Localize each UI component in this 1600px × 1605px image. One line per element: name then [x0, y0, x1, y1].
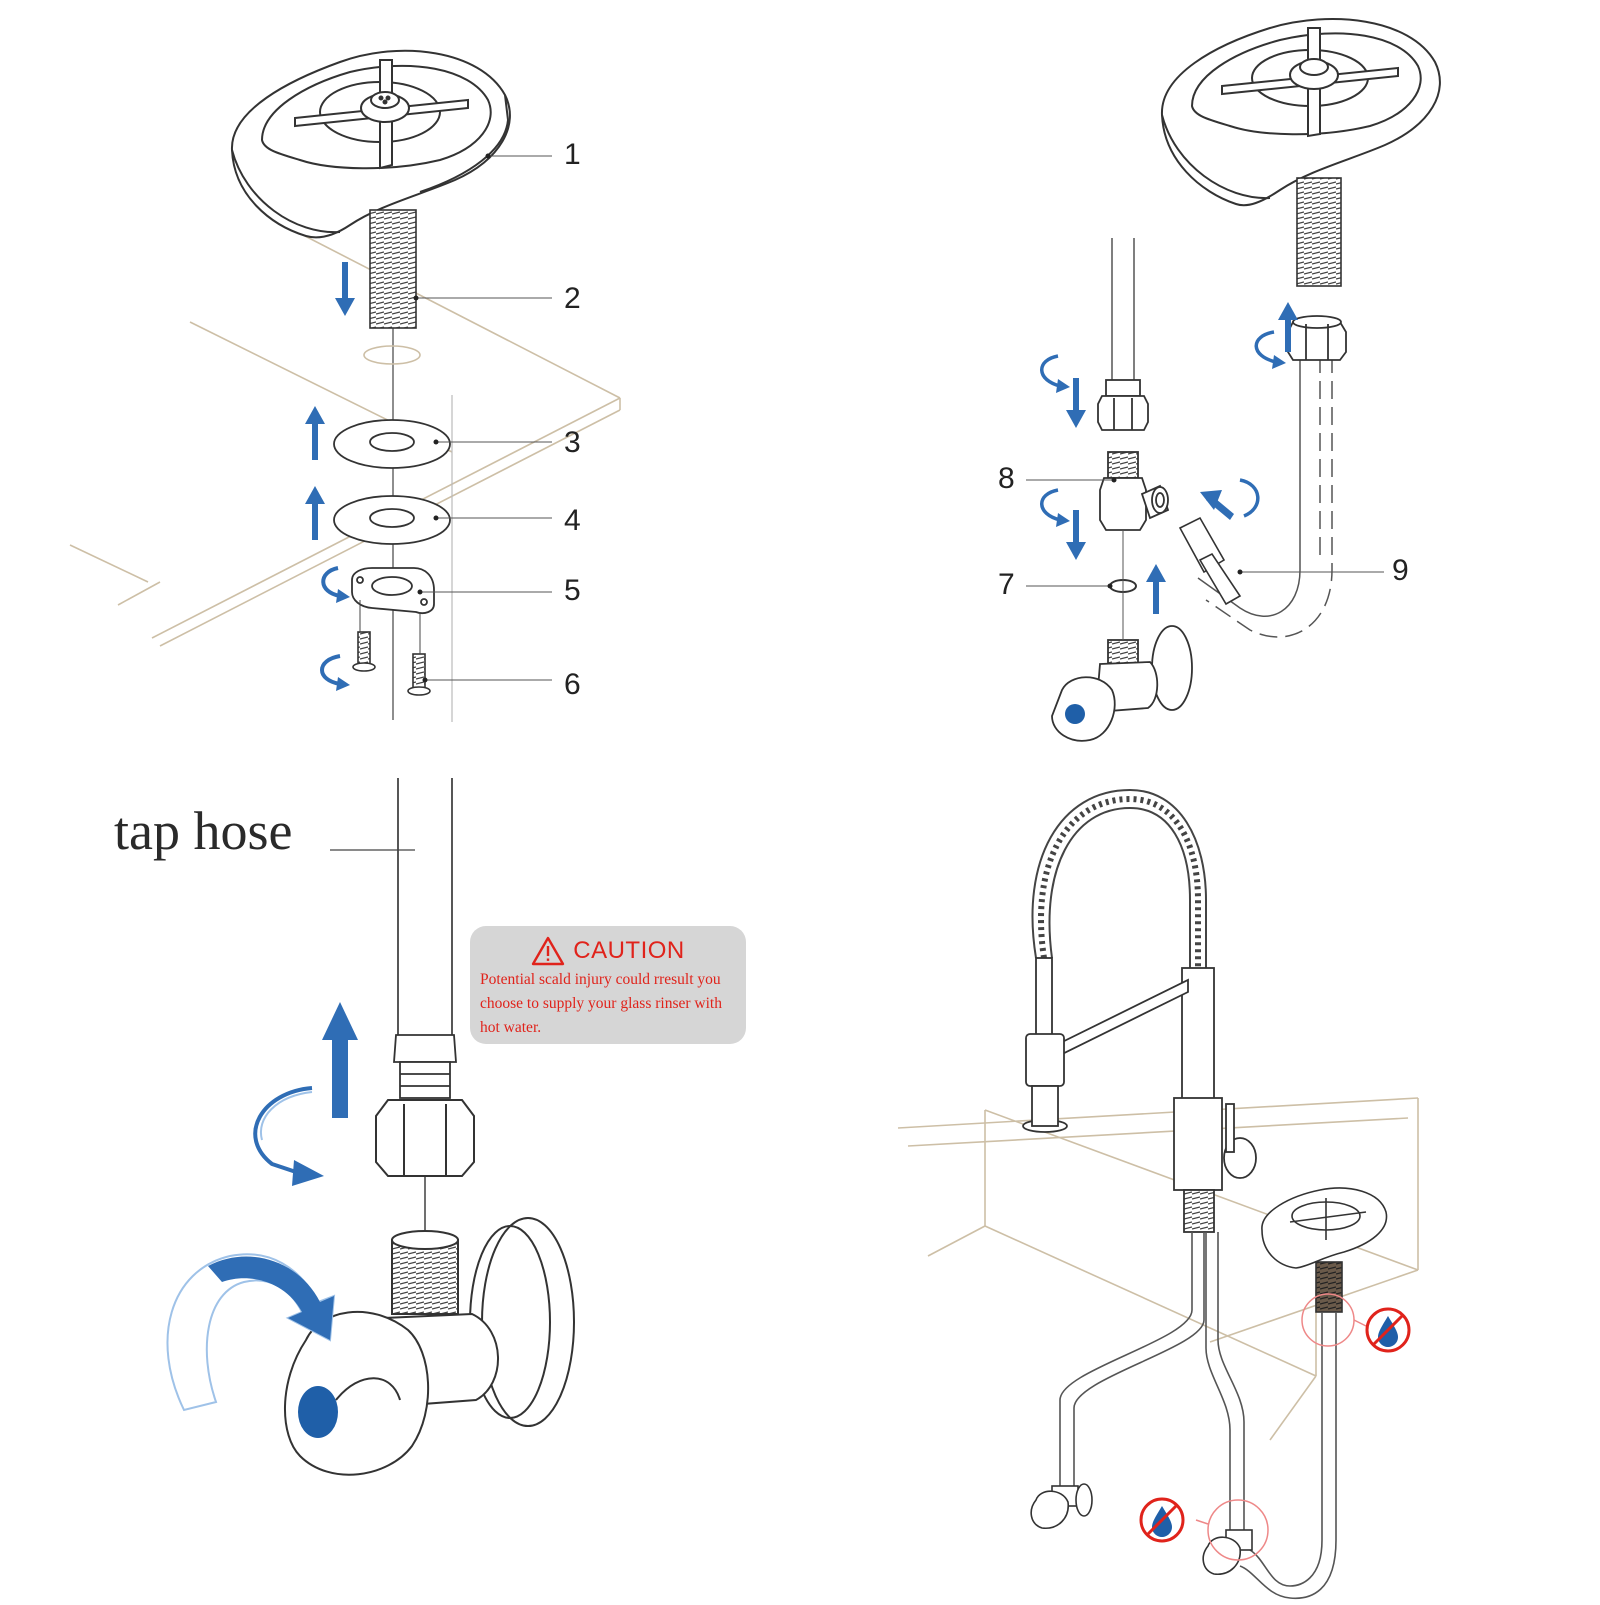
- hex-nut-top: [1287, 315, 1347, 361]
- callout-number: 7: [998, 568, 1015, 601]
- rinser-supply-line: [1239, 1312, 1337, 1600]
- callout-number: 3: [564, 426, 581, 459]
- hose-ferrule: [393, 1034, 457, 1099]
- spring-spout: [1031, 788, 1207, 968]
- tap-hose: [397, 778, 453, 1035]
- tap-hose-label: tap hose: [114, 801, 293, 861]
- panel-installed-view: [897, 788, 1419, 1600]
- turn-valve-arrow-icon: [166, 1253, 336, 1412]
- warning-triangle-icon: [532, 936, 565, 966]
- valve-left: [1030, 1483, 1093, 1529]
- rotate-arrow-icon: [1040, 354, 1070, 393]
- arrow-down-icon: [1066, 378, 1086, 428]
- arrow-up-icon: [1278, 302, 1298, 352]
- arrow-up-large-icon: [322, 1002, 358, 1118]
- mounting-bracket: [351, 567, 435, 615]
- highlight-circles: [1195, 1293, 1367, 1561]
- panel-tap-hose-valve: [166, 778, 575, 1476]
- caution-box: CAUTION Potential scald injury could rre…: [470, 926, 746, 1044]
- threaded-shank: [369, 209, 417, 329]
- rotate-arrow-icon: [321, 566, 350, 603]
- panel-exploded-view: [69, 49, 621, 722]
- mini-rinser: [1261, 1187, 1388, 1313]
- callout-number: 8: [998, 462, 1015, 495]
- callout-number: 4: [564, 504, 581, 537]
- rinser-head-top-right: [1160, 18, 1441, 207]
- washer-4: [333, 495, 451, 545]
- angle-valve-small: [1051, 625, 1193, 742]
- hex-nut-large: [375, 1099, 475, 1177]
- supply-hose: [1111, 238, 1135, 392]
- callout-number: 1: [564, 138, 581, 171]
- arrow-down-icon: [1066, 510, 1086, 560]
- hot-cold-supply-lines: [1059, 1232, 1245, 1535]
- sink-hole: [363, 345, 421, 365]
- angle-valve-large: [284, 1217, 575, 1476]
- arrow-up-icon: [305, 486, 325, 540]
- callout-number: 6: [564, 668, 581, 701]
- diagonal-arrow-icon: [1200, 490, 1234, 520]
- faucet-body: [1022, 957, 1257, 1233]
- no-water-icon: [1139, 1497, 1185, 1543]
- rotate-arrow-icon: [1254, 330, 1286, 369]
- rotate-arrow-icon: [1040, 488, 1070, 527]
- caution-header: CAUTION: [480, 936, 736, 966]
- arrow-down-icon: [335, 262, 355, 316]
- washer-3: [333, 419, 451, 469]
- callout-number: 2: [564, 282, 581, 315]
- threaded-shank-right: [1296, 177, 1342, 287]
- caution-text: Potential scald injury could rresult you…: [480, 971, 722, 1036]
- rotate-arrow-icon: [320, 654, 350, 691]
- rotate-arrow-icon: [1239, 478, 1260, 518]
- callout-number: 5: [564, 574, 581, 607]
- callout-leaders-right: [1026, 479, 1384, 587]
- hose-9: [1197, 355, 1333, 638]
- panel-tee-connection: [1026, 18, 1441, 742]
- hose-fitting-9: [1178, 516, 1242, 606]
- rinser-head: [230, 49, 511, 239]
- arrow-up-icon: [305, 406, 325, 460]
- callout-leaders-left: [416, 155, 552, 681]
- callout-number: 9: [1392, 554, 1409, 587]
- arrow-up-icon: [1146, 564, 1166, 614]
- hex-nut-supply: [1097, 379, 1149, 431]
- screws: [352, 600, 431, 696]
- rotate-arrow-large-icon: [253, 1086, 324, 1186]
- no-water-icon: [1365, 1307, 1411, 1353]
- caution-title: CAUTION: [573, 937, 685, 964]
- tee-connector: [1099, 451, 1170, 531]
